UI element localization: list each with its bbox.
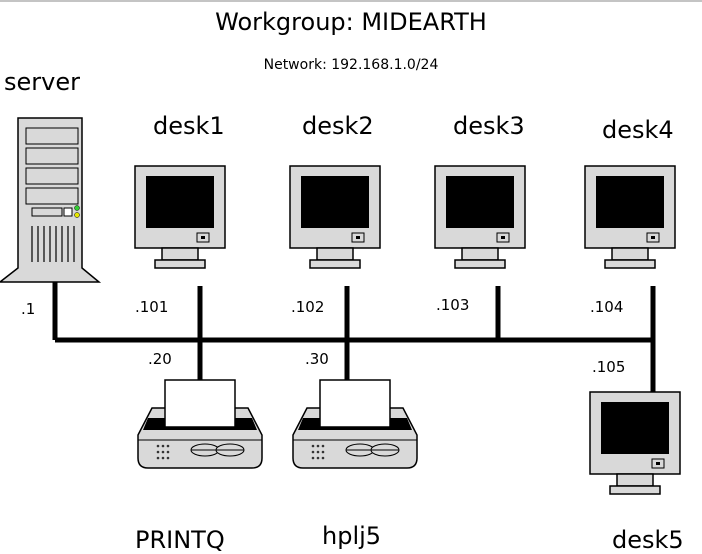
desk4-monitor-icon	[584, 165, 676, 269]
printq-printer-icon	[137, 379, 263, 469]
server-tower-icon	[0, 117, 102, 283]
desk4-ip: .104	[590, 298, 624, 316]
desk1-ip: .101	[135, 298, 169, 316]
desk2-ip: .102	[291, 298, 325, 316]
hplj5-ip: .30	[305, 350, 329, 368]
printq-ip: .20	[148, 350, 172, 368]
desk2-label: desk2	[302, 112, 374, 140]
desk3-monitor-icon	[434, 165, 526, 269]
network-cabling	[52, 280, 656, 392]
diagram-subtitle: Network: 192.168.1.0/24	[263, 57, 439, 73]
server-ip: .1	[21, 300, 36, 318]
desk1-monitor-icon	[134, 165, 226, 269]
desk3-label: desk3	[453, 112, 525, 140]
desk1-label: desk1	[153, 112, 225, 140]
desk2-monitor-icon	[289, 165, 381, 269]
desk4-label: desk4	[602, 116, 674, 144]
hplj5-label: hplj5	[322, 522, 382, 550]
desk5-ip: .105	[592, 358, 626, 376]
desk5-label: desk5	[612, 526, 684, 554]
printq-label: PRINTQ	[135, 526, 225, 554]
diagram-title: Workgroup: MIDEARTH	[215, 8, 487, 36]
hplj5-printer-icon	[292, 379, 418, 469]
desk5-monitor-icon	[589, 391, 681, 495]
server-label: server	[4, 68, 80, 96]
desk3-ip: .103	[436, 296, 470, 314]
